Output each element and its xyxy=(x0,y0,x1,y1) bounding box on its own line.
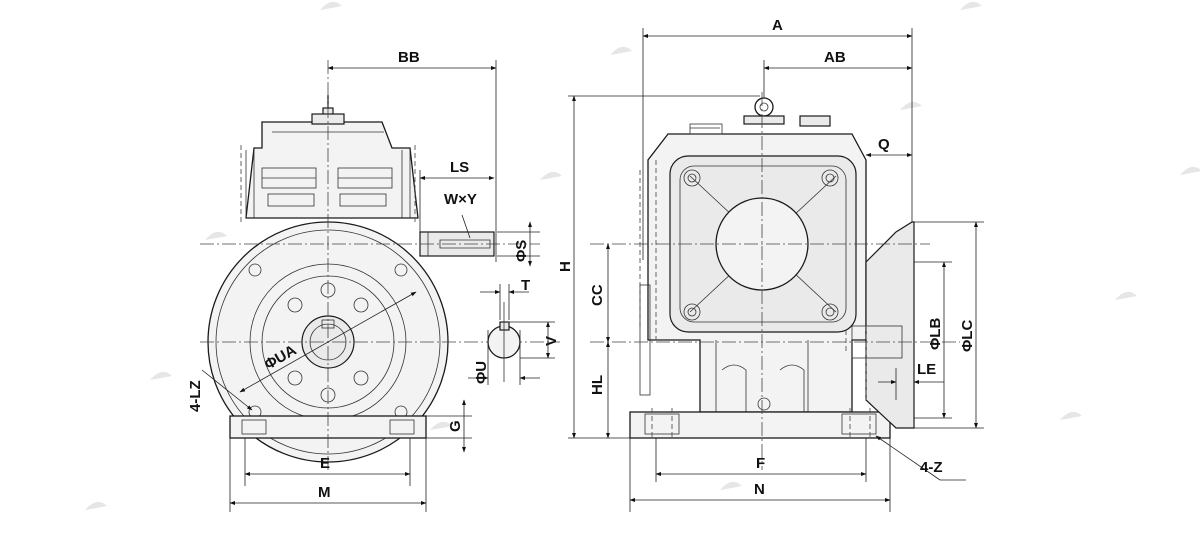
watermark-pattern xyxy=(85,1,1200,510)
label-a: A xyxy=(772,17,783,34)
label-q: Q xyxy=(878,136,890,153)
right-view-dimensions xyxy=(568,28,984,512)
label-s: ΦS xyxy=(513,240,530,262)
label-wxy: W×Y xyxy=(444,191,477,208)
label-u: ΦU xyxy=(473,361,490,384)
label-bb: BB xyxy=(398,49,420,66)
label-m: M xyxy=(318,484,331,501)
label-ab: AB xyxy=(824,49,846,66)
label-lb: ΦLB xyxy=(927,318,944,350)
label-f: F xyxy=(756,455,765,472)
left-side-view xyxy=(200,60,560,470)
label-n: N xyxy=(754,481,765,498)
right-front-view xyxy=(590,92,960,470)
label-h: H xyxy=(557,261,574,272)
left-view-dimensions xyxy=(201,60,555,512)
right-view-labels: A AB Q H CC HL ΦLB ΦLC LE F N 4-Z xyxy=(557,17,976,498)
label-lz: 4-LZ xyxy=(187,380,204,412)
label-e: E xyxy=(320,455,330,472)
label-lc: ΦLC xyxy=(959,320,976,352)
label-ls: LS xyxy=(450,159,469,176)
label-4z: 4-Z xyxy=(920,459,943,476)
label-le: LE xyxy=(917,361,936,378)
label-hl: HL xyxy=(589,375,606,395)
label-t: T xyxy=(521,277,530,294)
label-g: G xyxy=(447,420,464,432)
label-cc: CC xyxy=(589,284,606,306)
label-v: V xyxy=(543,336,560,346)
